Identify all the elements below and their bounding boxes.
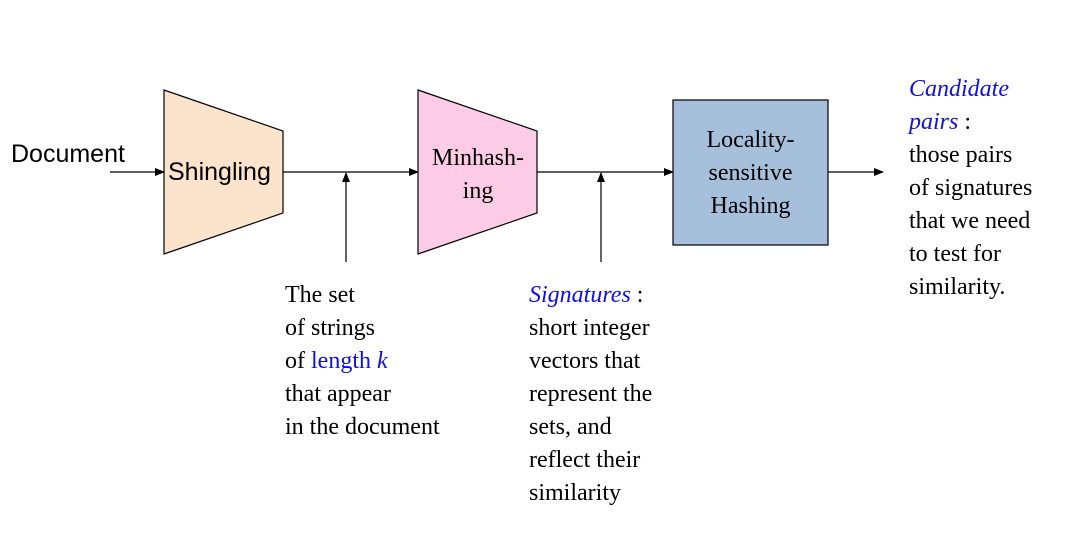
minhashing-label: Minhash- ing <box>418 142 538 208</box>
minhashing-label-line1: Minhash- <box>432 145 524 171</box>
candidates-note-line2: pairs : <box>909 109 972 135</box>
shingling-stage-shape <box>163 89 284 255</box>
shingles-note-line5: in the document <box>285 414 440 440</box>
signatures-note-line6: reflect their <box>529 447 641 473</box>
shingling-label: Shingling <box>168 158 271 186</box>
shingles-note: The set of strings of length k that appe… <box>285 279 440 444</box>
candidates-note-line4: of signatures <box>909 175 1033 201</box>
signatures-note: Signatures : short integer vectors that … <box>529 279 652 510</box>
signatures-note-line1: Signatures : <box>529 282 644 308</box>
lsh-label-line3: Hashing <box>710 193 791 219</box>
pairs-term: pairs <box>909 109 959 135</box>
signatures-note-line4: represent the <box>529 381 653 407</box>
signatures-note-line2: short integer <box>529 315 650 341</box>
document-label: Document <box>11 140 125 168</box>
minhashing-label-line2: ing <box>462 178 494 204</box>
length-k-term: length k <box>311 348 388 374</box>
lsh-label-line2: sensitive <box>708 160 793 186</box>
candidates-note-line7: similarity. <box>909 274 1006 300</box>
lsh-label: Locality- sensitive Hashing <box>673 124 828 223</box>
signatures-note-line3: vectors that <box>529 348 641 374</box>
lsh-label-line1: Locality- <box>706 127 795 153</box>
shingles-note-line3: of length k <box>285 348 388 374</box>
candidates-note-line3: those pairs <box>909 142 1013 168</box>
shingles-note-line4: that appear <box>285 381 391 407</box>
candidates-note-line5: that we need <box>909 208 1031 234</box>
signatures-note-line5: sets, and <box>529 414 612 440</box>
signatures-note-line7: similarity <box>529 480 621 506</box>
candidates-note: Candidate pairs : those pairs of signatu… <box>909 73 1032 304</box>
shingles-note-line1: The set <box>285 282 355 308</box>
candidate-term: Candidate <box>909 76 1009 102</box>
signatures-term: Signatures <box>529 282 631 308</box>
candidates-note-line1: Candidate <box>909 73 1032 106</box>
minhashing-stage-shape <box>417 89 538 255</box>
shingles-note-line2: of strings <box>285 315 375 341</box>
lsh-stage-shape <box>672 99 829 246</box>
candidates-note-line6: to test for <box>909 241 1001 267</box>
